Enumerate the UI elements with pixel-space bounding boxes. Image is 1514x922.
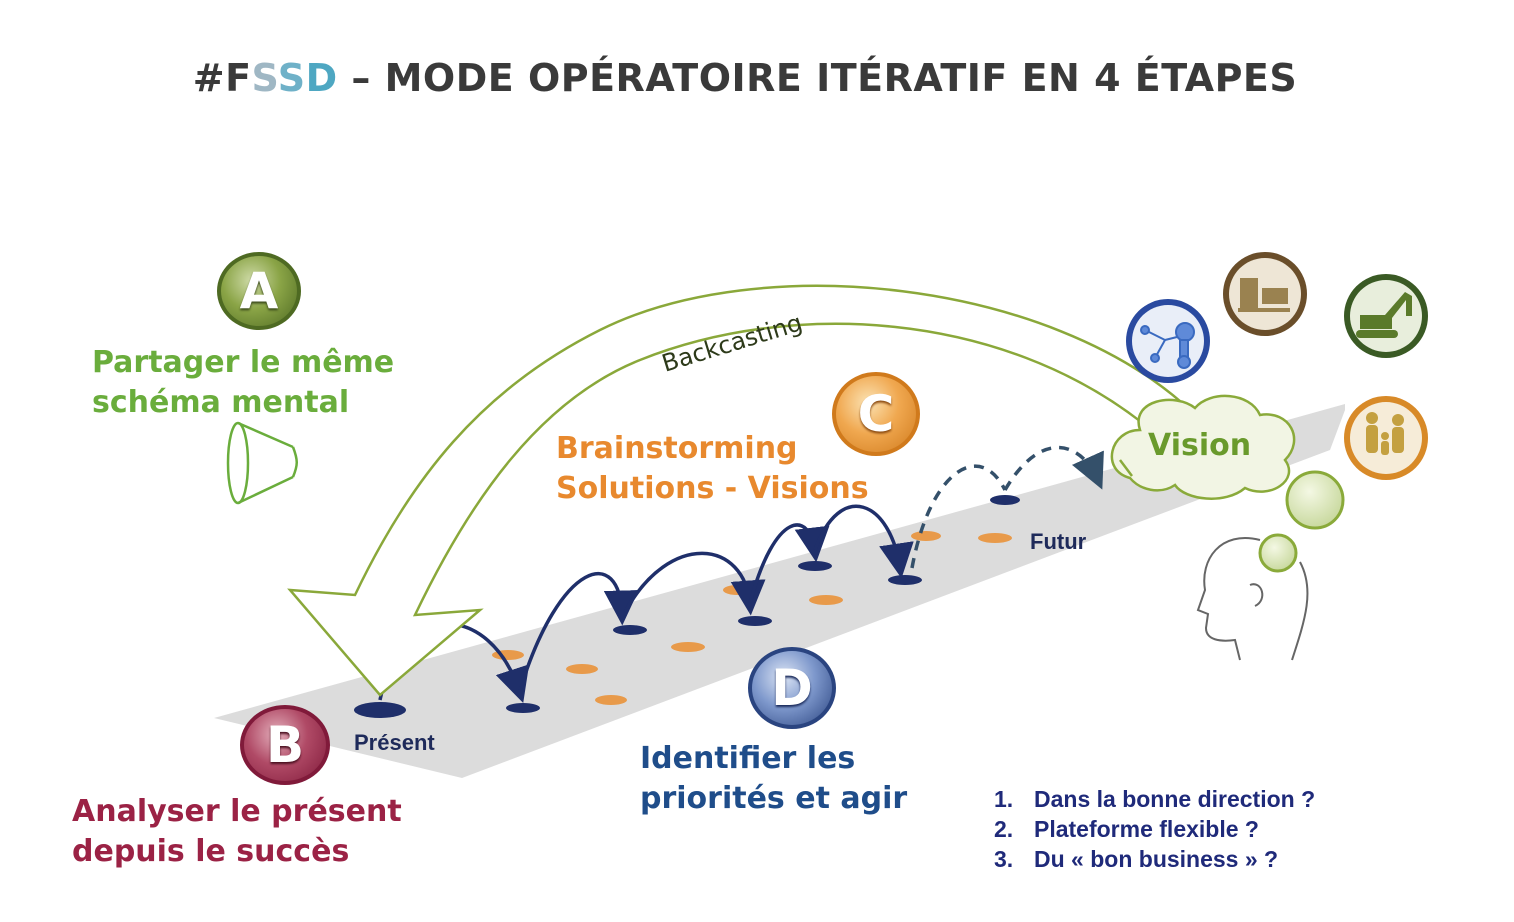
step-a-letter: A: [239, 262, 279, 320]
step-b-letter: B: [265, 716, 305, 774]
step-b-badge: B: [240, 705, 330, 785]
question-item: 3. Du « bon business » ?: [994, 844, 1315, 874]
network-icon: [1126, 299, 1210, 383]
page-title: #FSSD – MODE OPÉRATOIRE ITÉRATIF EN 4 ÉT…: [0, 56, 1490, 100]
title-letter-s1: S: [251, 56, 278, 100]
title-letter-s2: S: [277, 56, 306, 100]
step-a-label: Partager le même schéma mental: [92, 343, 394, 423]
step-b-label: Analyser le présent depuis le succès: [72, 792, 402, 872]
vision-label: Vision: [1148, 428, 1252, 463]
title-letter-d: D: [305, 56, 338, 100]
question-text: Plateforme flexible ?: [1034, 816, 1259, 842]
question-number: 1.: [994, 786, 1014, 812]
step-c-line2: Solutions - Visions: [556, 471, 869, 506]
futur-label: Futur: [1030, 529, 1087, 554]
excavator-icon: [1344, 274, 1428, 358]
step-d-line2: priorités et agir: [640, 781, 908, 816]
thought-bubbles: [1258, 470, 1345, 573]
question-number: 2.: [994, 816, 1014, 842]
step-c-line1: Brainstorming: [556, 431, 798, 466]
step-b-line1: Analyser le présent: [72, 794, 402, 829]
question-item: 1. Dans la bonne direction ?: [994, 784, 1315, 814]
step-d-letter: D: [771, 659, 813, 717]
head-icon: [1196, 537, 1309, 661]
question-text: Du « bon business » ?: [1034, 846, 1279, 872]
future-dashed-arcs: [910, 445, 1104, 569]
step-c-badge: C: [832, 372, 920, 456]
family-icon: [1344, 396, 1428, 480]
cone-icon: [226, 421, 298, 505]
step-d-badge: D: [748, 647, 836, 729]
question-text: Dans la bonne direction ?: [1034, 786, 1316, 812]
step-b-line2: depuis le succès: [72, 834, 350, 869]
orange-steps: [492, 531, 1012, 705]
server-icon: [1223, 252, 1307, 336]
vision-cloud: [1110, 394, 1296, 500]
step-d-label: Identifier les priorités et agir: [640, 739, 907, 819]
step-d-line1: Identifier les: [640, 741, 856, 776]
step-c-label: Brainstorming Solutions - Visions: [556, 429, 869, 509]
title-rest: – MODE OPÉRATOIRE ITÉRATIF EN 4 ÉTAPES: [337, 56, 1298, 100]
question-number: 3.: [994, 846, 1014, 872]
step-a-badge: A: [217, 252, 301, 330]
step-a-line2: schéma mental: [92, 385, 350, 420]
step-c-letter: C: [857, 385, 895, 443]
step-a-line1: Partager le même: [92, 345, 395, 380]
title-letter-f: F: [225, 56, 252, 100]
question-list: 1. Dans la bonne direction ? 2. Plateforme…: [994, 784, 1315, 874]
question-item: 2. Plateforme flexible ?: [994, 814, 1315, 844]
backcasting-arrow: [287, 284, 1193, 697]
present-label: Présent: [354, 730, 435, 755]
title-hash: #: [192, 56, 226, 100]
